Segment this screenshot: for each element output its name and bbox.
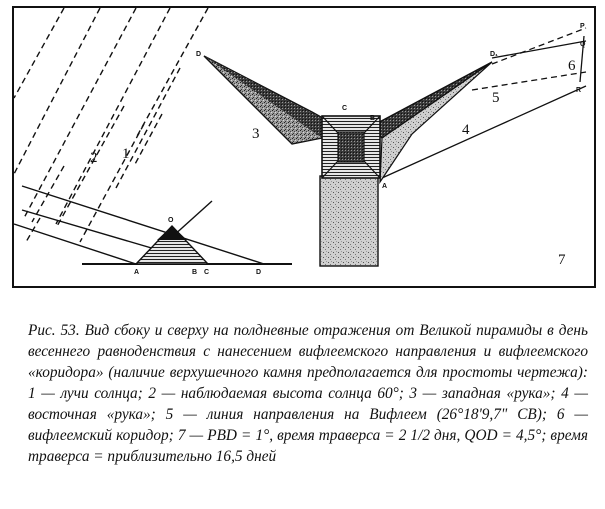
- pyramid-apex: [157, 226, 187, 240]
- lower-shadow: [319, 175, 379, 267]
- frame-border: [12, 6, 596, 288]
- label-5: 5: [492, 90, 500, 106]
- west-arm-shadow: [204, 56, 337, 138]
- point-b-top: B: [370, 115, 375, 122]
- point-b-side: B: [192, 269, 197, 276]
- point-a-side: A: [134, 269, 139, 276]
- label-2: 2: [90, 150, 98, 166]
- label-4: 4: [462, 122, 470, 138]
- top-view: 3 4 5 6 7 D D₁ C B A P Q R: [196, 23, 587, 268]
- label-7: 7: [558, 252, 566, 268]
- label-6: 6: [568, 58, 576, 74]
- point-q: Q: [580, 41, 586, 48]
- point-c-side: C: [204, 269, 209, 276]
- side-view: 2 1 O A B C D: [13, 7, 292, 276]
- reflection-lines: [13, 185, 265, 265]
- direction-lines: [381, 27, 587, 179]
- pyramid-capstone: [337, 131, 365, 163]
- point-d1-top: D₁: [490, 51, 498, 58]
- point-p: P: [580, 23, 585, 30]
- east-arm: [370, 61, 493, 139]
- figure-frame: 2 1 O A B C D: [12, 6, 596, 288]
- east-arm-lower: [379, 61, 493, 185]
- label-3: 3: [252, 126, 260, 142]
- point-c-top: C: [342, 105, 347, 112]
- label-1: 1: [122, 146, 130, 162]
- point-r: R: [576, 87, 581, 94]
- sun-rays: [13, 7, 209, 243]
- pyramid-reflection-diagram: 2 1 O A B C D: [12, 6, 596, 288]
- point-d-top: D: [196, 51, 201, 58]
- point-a-top: A: [382, 183, 387, 190]
- point-o: O: [168, 217, 174, 224]
- point-d-side: D: [256, 269, 261, 276]
- pyramid-side: [134, 224, 210, 265]
- figure-caption: Рис. 53. Вид сбоку и сверху на полдневны…: [28, 322, 588, 465]
